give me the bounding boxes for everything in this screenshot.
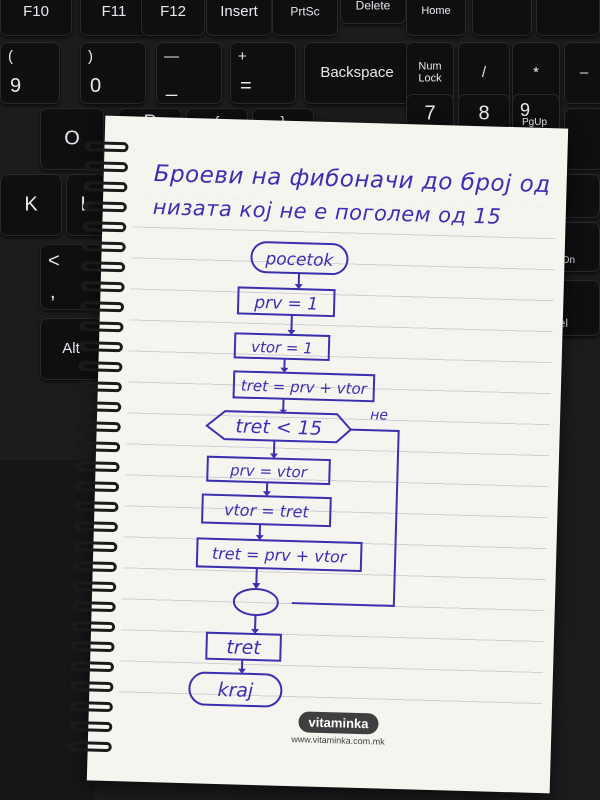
key-label: K: [24, 193, 38, 216]
key-o: O: [40, 108, 104, 170]
decision-shape: [205, 410, 353, 444]
key-numpad-minus: –: [564, 42, 600, 104]
key-f12: F12: [141, 0, 205, 36]
key-label: F12: [160, 3, 186, 21]
arrow-head: [262, 491, 271, 497]
arrow: [255, 568, 258, 587]
arrow-head: [294, 284, 303, 290]
key-symbol: <: [48, 250, 60, 272]
arrow-head: [270, 453, 279, 459]
key-label: Alt: [62, 340, 80, 358]
key-symbol: +: [238, 48, 247, 65]
key-label: F10: [23, 3, 49, 21]
condition-label: tret < 15: [235, 415, 322, 439]
key-label: 7: [424, 102, 436, 125]
arrow-head: [287, 329, 296, 335]
spiral-notebook-page: Броеви на фибоначи до број од низата кој…: [67, 115, 569, 794]
key-l: L: [66, 174, 106, 236]
key-label: –: [579, 64, 589, 82]
key-label: O: [64, 127, 80, 150]
arrow-head: [255, 535, 264, 541]
no-label: не: [370, 407, 388, 423]
step1-label: prv = 1: [253, 293, 318, 315]
key-label: 0: [90, 75, 102, 97]
arrow-head: [252, 582, 261, 590]
key-0: )0: [80, 42, 146, 104]
key-label: =: [240, 75, 252, 97]
arrow-head: [279, 409, 288, 413]
key-asterisk: *: [512, 42, 560, 104]
brand-name: vitaminka: [298, 711, 379, 735]
loop3-label: tret = prv + vtor: [212, 544, 348, 567]
key-slash: /: [458, 42, 510, 104]
key-9: (9: [0, 42, 60, 104]
key-delete: Delete: [340, 0, 406, 24]
connector-circle: [232, 588, 279, 617]
no-branch-line: [291, 428, 400, 607]
key-f10: F10: [0, 0, 72, 36]
step2-label: vtor = 1: [251, 338, 313, 358]
key-label: 8: [478, 102, 490, 125]
start-label: pocetok: [264, 249, 335, 271]
step3-label: tret = prv + vtor: [241, 377, 368, 399]
key-label: F11: [101, 3, 127, 21]
brand-logo: vitaminka www.vitaminka.com.mk: [288, 711, 389, 747]
output-box: [205, 631, 282, 662]
key-label: PrtSc: [290, 4, 320, 19]
key-label: _: [166, 75, 178, 97]
key-label: Insert: [220, 3, 258, 21]
key-prev-track: [472, 0, 532, 36]
loop1-label: prv = vtor: [229, 461, 308, 481]
loop2-label: vtor = tret: [224, 500, 310, 521]
key-home: Home: [406, 0, 466, 36]
key-label: 9: [520, 100, 531, 120]
key-label: /: [481, 64, 487, 82]
arrow-head: [237, 668, 246, 674]
key-f11: F11: [80, 0, 148, 36]
key-numpad-plus: [564, 108, 600, 170]
key-insert: Insert: [206, 0, 272, 36]
touchpad: [0, 460, 95, 800]
key-alt: Alt: [40, 318, 102, 380]
key-label: 9: [10, 75, 22, 97]
output-label: tret: [226, 636, 263, 659]
key-numlock: Num Lock: [406, 42, 454, 104]
key-symbol: ): [88, 48, 93, 65]
key-label: Delete: [355, 0, 391, 13]
process-box-prv: [236, 286, 336, 318]
key-label: Backspace: [320, 64, 394, 82]
key-prtsc: PrtSc: [272, 0, 338, 36]
key-label: ,: [50, 281, 56, 303]
key-label: PgUp: [522, 117, 548, 128]
process-box-loop3: [195, 537, 363, 573]
end-label: kraj: [217, 679, 254, 702]
key-symbol: (: [8, 48, 13, 65]
key-backspace: Backspace: [304, 42, 410, 104]
arrow-head: [251, 628, 260, 635]
flowchart: pocetok prv = 1 vtor = 1 tret = prv + vt…: [188, 241, 400, 708]
process-box-loop2: [201, 493, 332, 528]
key-next-track: [536, 0, 600, 36]
process-box-vtor: [233, 332, 331, 362]
key-label: Home: [421, 5, 451, 18]
key-label: *: [533, 64, 539, 82]
key-symbol: —: [164, 48, 179, 65]
key-equals: +=: [230, 42, 296, 104]
key-label: Num Lock: [418, 60, 442, 84]
key-label: L: [80, 193, 92, 216]
key-k: K: [0, 174, 62, 236]
arrow-head: [280, 367, 289, 373]
key-comma: <,: [40, 244, 102, 310]
key-minus: —_: [156, 42, 222, 104]
end-terminator: [188, 671, 283, 708]
process-box-tret: [232, 370, 376, 403]
